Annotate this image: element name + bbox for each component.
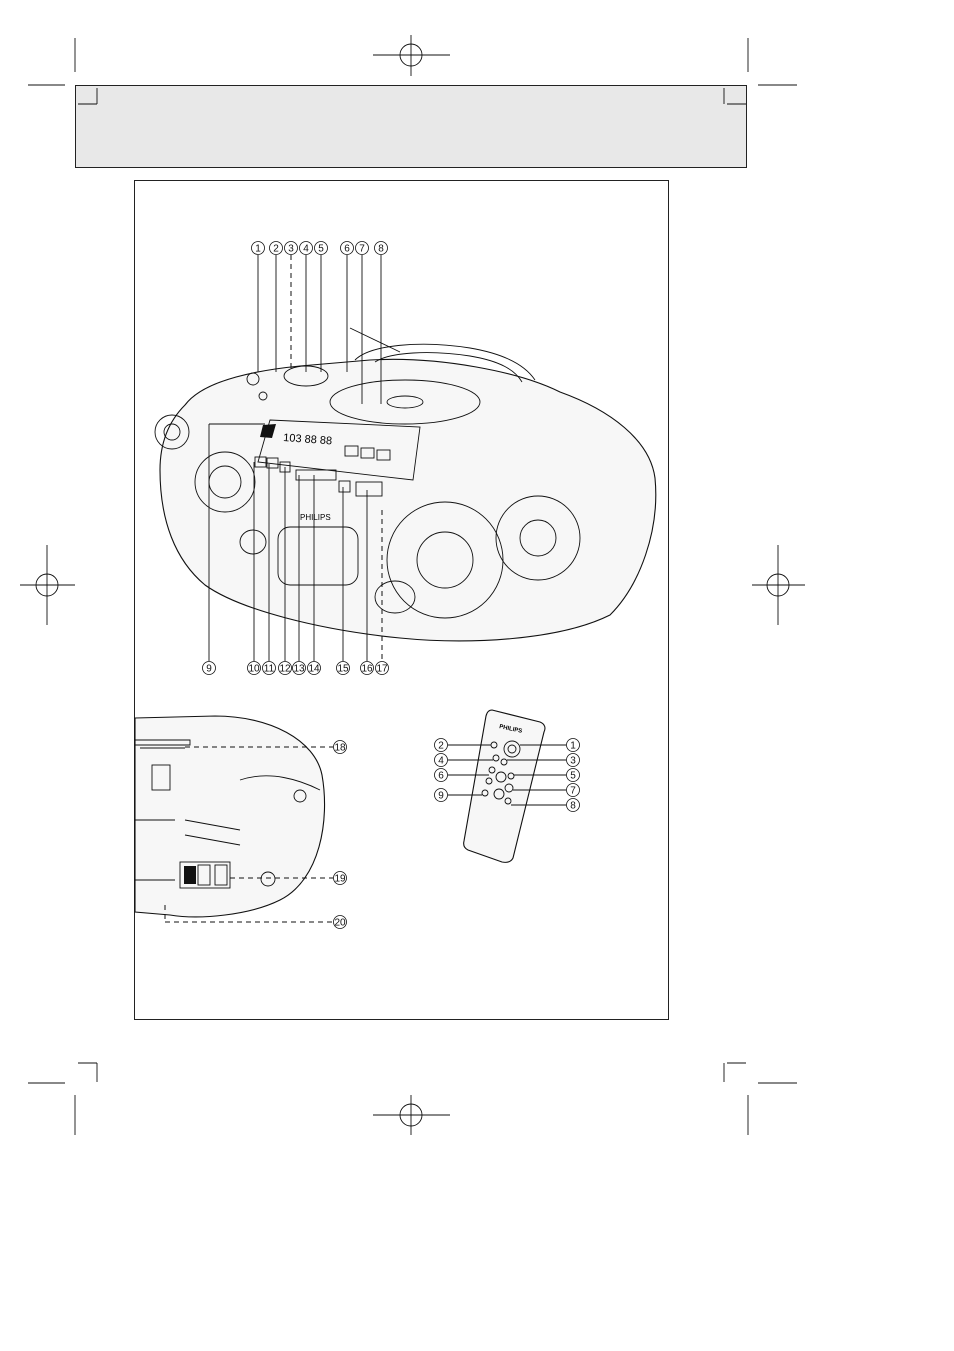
remote-right-callout-circle bbox=[566, 798, 580, 812]
main-unit-bottom-callout-circle bbox=[278, 661, 292, 675]
main-unit-top-callout-number: 8 bbox=[378, 244, 384, 255]
side-view-callout-circle bbox=[333, 915, 347, 929]
main-unit-top-callout-number: 1 bbox=[255, 244, 261, 255]
side-view-labels: 18 19 20 bbox=[333, 740, 347, 929]
main-unit-bottom-callout-circle bbox=[262, 661, 276, 675]
remote-right-callout-number: 3 bbox=[570, 756, 576, 767]
main-unit-bottom-callout-circle bbox=[247, 661, 261, 675]
main-unit-top-callout-number: 5 bbox=[318, 244, 324, 255]
side-view-callout-circle bbox=[333, 740, 347, 754]
main-unit-bottom-callout-number: 12 bbox=[279, 664, 291, 675]
display-readout: 103 88 88 bbox=[283, 432, 333, 447]
main-unit-bottom-callout-circle bbox=[292, 661, 306, 675]
side-view-illustration bbox=[134, 715, 326, 918]
main-unit-top-callout-circle bbox=[284, 241, 298, 255]
main-unit-bottom-callout-number: 11 bbox=[264, 664, 275, 675]
remote-right-callout-circle bbox=[566, 768, 580, 782]
remote-right-callout-number: 8 bbox=[570, 801, 576, 812]
remote-left-callout-circle bbox=[434, 768, 448, 782]
side-view-callout-number: 20 bbox=[334, 918, 346, 929]
registration-mark-top bbox=[373, 35, 450, 76]
main-unit-bottom-callout-circle bbox=[307, 661, 321, 675]
main-unit-bottom-callout-circle bbox=[375, 661, 389, 675]
remote-left-callout-circle bbox=[434, 738, 448, 752]
remote-left-callout-circle bbox=[434, 753, 448, 767]
callouts-top bbox=[257, 255, 382, 404]
remote-right-callout-circle bbox=[566, 738, 580, 752]
remote-brand: PHILIPS bbox=[499, 724, 523, 735]
boombox-illustration: 103 88 88 PHILIPS bbox=[154, 327, 657, 642]
main-unit-bottom-callout-circle bbox=[202, 661, 216, 675]
main-unit-bottom-callout-number: 10 bbox=[248, 664, 260, 675]
main-unit-bottom-callout-circle bbox=[336, 661, 350, 675]
main-unit-bottom-callout-number: 9 bbox=[206, 664, 212, 675]
main-unit-top-callout-number: 7 bbox=[359, 244, 365, 255]
main-unit-top-callout-circle bbox=[299, 241, 313, 255]
side-view-callout-circle bbox=[333, 871, 347, 885]
main-unit-top-callout-number: 6 bbox=[344, 244, 350, 255]
main-unit-bottom-callout-circle bbox=[360, 661, 374, 675]
main-unit-top-callout-circle bbox=[269, 241, 283, 255]
remote-left-callout-number: 4 bbox=[438, 756, 444, 767]
remote-right-callout-circle bbox=[566, 783, 580, 797]
registration-mark-left bbox=[20, 545, 75, 625]
remote-left-callout-circle bbox=[434, 788, 448, 802]
side-view-callout-number: 19 bbox=[334, 874, 346, 885]
remote-right-callout-circle bbox=[566, 753, 580, 767]
registration-mark-bottom bbox=[373, 1095, 450, 1135]
main-unit-bottom-callout-number: 15 bbox=[337, 664, 349, 675]
callouts-bottom bbox=[208, 423, 383, 661]
remote-callouts bbox=[448, 744, 566, 806]
main-unit-top-callout-circle bbox=[314, 241, 328, 255]
remote-left-callout-number: 9 bbox=[438, 791, 444, 802]
main-unit-top-callout-number: 3 bbox=[288, 244, 294, 255]
main-unit-top-callout-circle bbox=[374, 241, 388, 255]
main-unit-bottom-callout-number: 16 bbox=[361, 664, 373, 675]
main-unit-bottom-callout-number: 13 bbox=[293, 664, 305, 675]
side-view-callout-number: 18 bbox=[334, 743, 346, 754]
unit-brand-label: PHILIPS bbox=[300, 513, 331, 522]
main-unit-top-callout-circle bbox=[340, 241, 354, 255]
main-unit-bottom-callout-number: 17 bbox=[376, 664, 388, 675]
remote-illustration: PHILIPS bbox=[463, 709, 546, 863]
remote-right-callout-number: 5 bbox=[570, 771, 576, 782]
main-unit-top-callout-number: 4 bbox=[303, 244, 309, 255]
remote-right-labels: 2 4 6 9 1 3 5 7 8 bbox=[434, 738, 580, 812]
remote-left-callout-number: 6 bbox=[438, 771, 444, 782]
registration-mark-right bbox=[752, 545, 805, 625]
main-unit-bottom-callout-number: 14 bbox=[308, 664, 320, 675]
remote-right-callout-number: 7 bbox=[570, 786, 576, 797]
side-view-callouts bbox=[164, 746, 333, 923]
main-unit-top-callout-number: 2 bbox=[273, 244, 279, 255]
header-band bbox=[75, 85, 747, 168]
main-unit-top-callout-circle bbox=[355, 241, 369, 255]
remote-left-callout-number: 2 bbox=[438, 741, 444, 752]
remote-right-callout-number: 1 bbox=[570, 741, 576, 752]
main-unit-top-callout-circle bbox=[251, 241, 265, 255]
crop-marks bbox=[28, 38, 797, 1135]
